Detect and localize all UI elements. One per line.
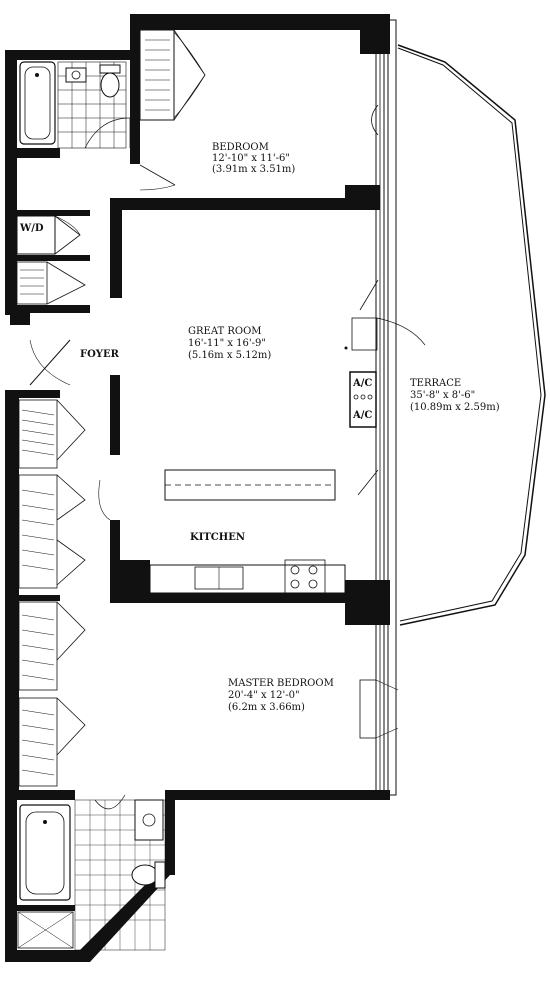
great-room-dim-imperial: 16'-11" x 16'-9" <box>188 338 266 349</box>
interior-doors <box>139 104 379 496</box>
room-label-foyer: FOYER <box>80 349 120 360</box>
master-closets <box>18 601 86 787</box>
master-bedroom-dim-metric: (6.2m x 3.66m) <box>228 702 305 713</box>
laundry-closet: W/D <box>16 215 86 305</box>
foyer-closets <box>18 399 111 589</box>
master-bedroom-name: MASTER BEDROOM <box>228 678 334 689</box>
washer-dryer-label: W/D <box>19 223 44 234</box>
terrace-outline <box>397 44 546 626</box>
bedroom-dim-imperial: 12'-10" x 11'-6" <box>212 153 290 164</box>
master-bedroom-dim-imperial: 20'-4" x 12'-0" <box>228 690 300 701</box>
room-label-bedroom: BEDROOM 12'-10" x 11'-6" (3.91m x 3.51m) <box>212 142 295 175</box>
walls <box>5 14 390 962</box>
room-label-master-bedroom: MASTER BEDROOM 20'-4" x 12'-0" (6.2m x 3… <box>228 678 334 713</box>
room-label-terrace: TERRACE 35'-8" x 8'-6" (10.89m x 2.59m) <box>410 378 500 413</box>
terrace-door <box>344 317 426 351</box>
bedroom-dim-metric: (3.91m x 3.51m) <box>212 164 295 175</box>
ac-unit-bottom-label: A/C <box>352 410 372 421</box>
bedroom-closet <box>139 29 206 121</box>
foyer-name: FOYER <box>80 349 120 360</box>
master-bathroom <box>17 794 166 951</box>
room-label-kitchen: KITCHEN <box>190 532 245 543</box>
terrace-name: TERRACE <box>410 378 461 389</box>
terrace-dim-metric: (10.89m x 2.59m) <box>410 402 500 413</box>
great-room-dim-metric: (5.16m x 5.12m) <box>188 350 271 361</box>
great-room-name: GREAT ROOM <box>188 326 262 337</box>
kitchen-name: KITCHEN <box>190 532 245 543</box>
ac-unit-top-label: A/C <box>352 378 372 389</box>
ac-units: A/C A/C <box>349 371 377 428</box>
kitchen <box>149 469 346 597</box>
east-window-wall <box>375 19 397 796</box>
terrace-dim-imperial: 35'-8" x 8'-6" <box>410 390 475 401</box>
bedroom-name: BEDROOM <box>212 142 269 153</box>
entry-door <box>29 339 71 386</box>
room-label-great-room: GREAT ROOM 16'-11" x 16'-9" (5.16m x 5.1… <box>188 326 271 361</box>
hall-bathroom <box>19 61 131 149</box>
master-window-detail <box>359 679 399 739</box>
